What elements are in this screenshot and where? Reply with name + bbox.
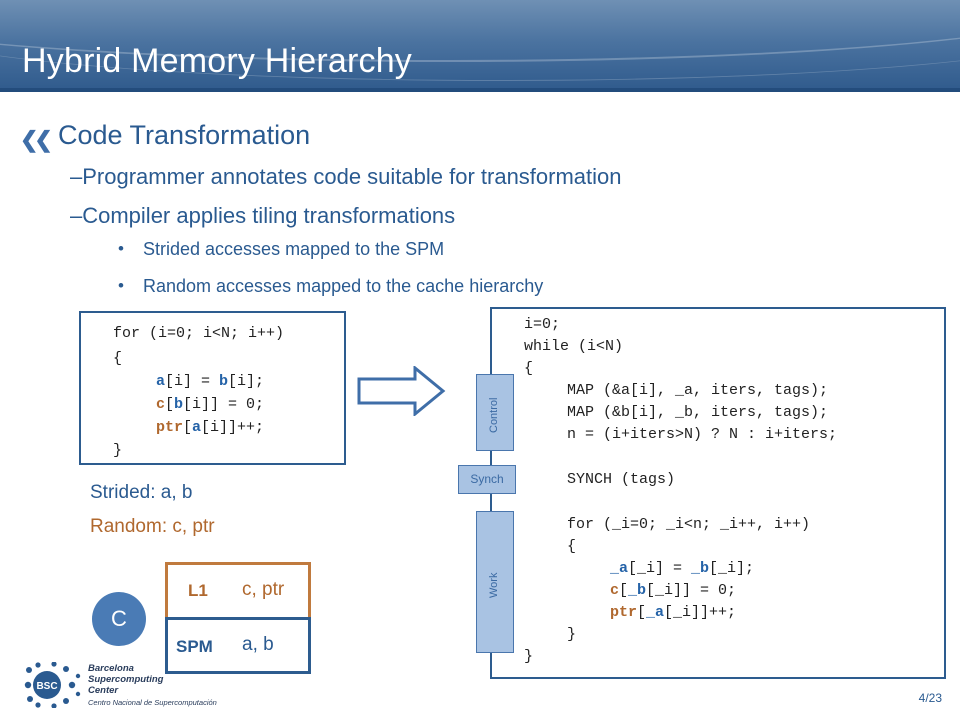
l1-value: c, ptr	[242, 579, 285, 600]
code-line-n-compute: n = (i+iters>N) ? N : i+iters;	[567, 426, 838, 443]
code-line-map-b: MAP (&b[i], _b, iters, tags);	[567, 404, 829, 421]
bsc-logo-icon: BSC	[24, 662, 81, 708]
slide-title: Hybrid Memory Hierarchy	[22, 42, 413, 80]
control-phase-label: Control	[488, 397, 500, 433]
transformed-code-box: i=0; while (i<N) { MAP (&a[i], _a, iters…	[490, 307, 946, 679]
random-label: Random: c, ptr	[90, 516, 215, 537]
spm-box: SPM a, b	[165, 617, 311, 674]
bullet-marker-icon: ❮❮	[20, 127, 53, 152]
bullet-dot-icon: •	[118, 239, 124, 258]
core-circle: C	[92, 592, 146, 646]
l1-cache-box: L1 c, ptr	[165, 562, 311, 621]
spm-value: a, b	[242, 634, 274, 655]
code-line-indirect-ptr: ptr[a[i]]++;	[156, 419, 265, 436]
synch-phase-label: Synch	[458, 465, 516, 494]
bullet-programmer-annotates: –Programmer annotates code suitable for …	[70, 164, 622, 189]
code-line-map-a: MAP (&a[i], _a, iters, tags);	[567, 382, 829, 399]
code-line-synch: SYNCH (tags)	[567, 471, 676, 488]
original-code-box: for (i=0; i<N; i++) { a[i] = b[i]; c[b[i…	[79, 311, 346, 465]
bullet-code-transformation: Code Transformation	[58, 120, 311, 150]
code-line-open-brace: {	[524, 360, 534, 377]
spm-label: SPM	[176, 637, 213, 656]
page-number: 4/23	[918, 691, 942, 705]
code-line-for: for (i=0; i<N; i++)	[113, 325, 285, 342]
code-line-inner-open: {	[567, 538, 577, 555]
code-line-assign: a[i] = b[i];	[156, 373, 265, 390]
bullet-strided-spm: Strided accesses mapped to the SPM	[143, 239, 445, 259]
code-line-inner-close: }	[567, 626, 577, 643]
work-phase-bar: Work	[476, 511, 514, 653]
transform-arrow-icon	[357, 366, 446, 416]
logo-emblem-text: BSC	[36, 681, 57, 692]
strided-label: Strided: a, b	[90, 482, 193, 503]
control-phase-bar: Control	[476, 374, 514, 451]
logo-subtitle: Centro Nacional de Supercomputación	[88, 698, 217, 707]
code-line-inner-assign: _a[_i] = _b[_i];	[610, 560, 755, 577]
code-line-close-brace: }	[113, 442, 123, 459]
bullet-random-cache: Random accesses mapped to the cache hier…	[143, 276, 544, 296]
code-line-inner-ptr: ptr[_a[_i]]++;	[610, 604, 737, 621]
slide-header	[0, 0, 960, 92]
code-line-inner-c: c[_b[_i]] = 0;	[610, 582, 737, 599]
code-line-init: i=0;	[524, 316, 561, 333]
code-line-inner-for: for (_i=0; _i<n; _i++, i++)	[567, 516, 811, 533]
bullet-dot-icon: •	[118, 276, 124, 295]
logo-name: Barcelona Supercomputing Center	[88, 663, 164, 696]
work-phase-label: Work	[488, 572, 500, 598]
code-line-indirect-c: c[b[i]] = 0;	[156, 396, 265, 413]
code-line-close-brace: }	[524, 648, 534, 665]
bullet-compiler-applies: –Compiler applies tiling transformations	[70, 203, 456, 228]
code-line-open-brace: {	[113, 350, 123, 367]
code-line-while: while (i<N)	[524, 338, 624, 355]
l1-label: L1	[188, 581, 208, 600]
